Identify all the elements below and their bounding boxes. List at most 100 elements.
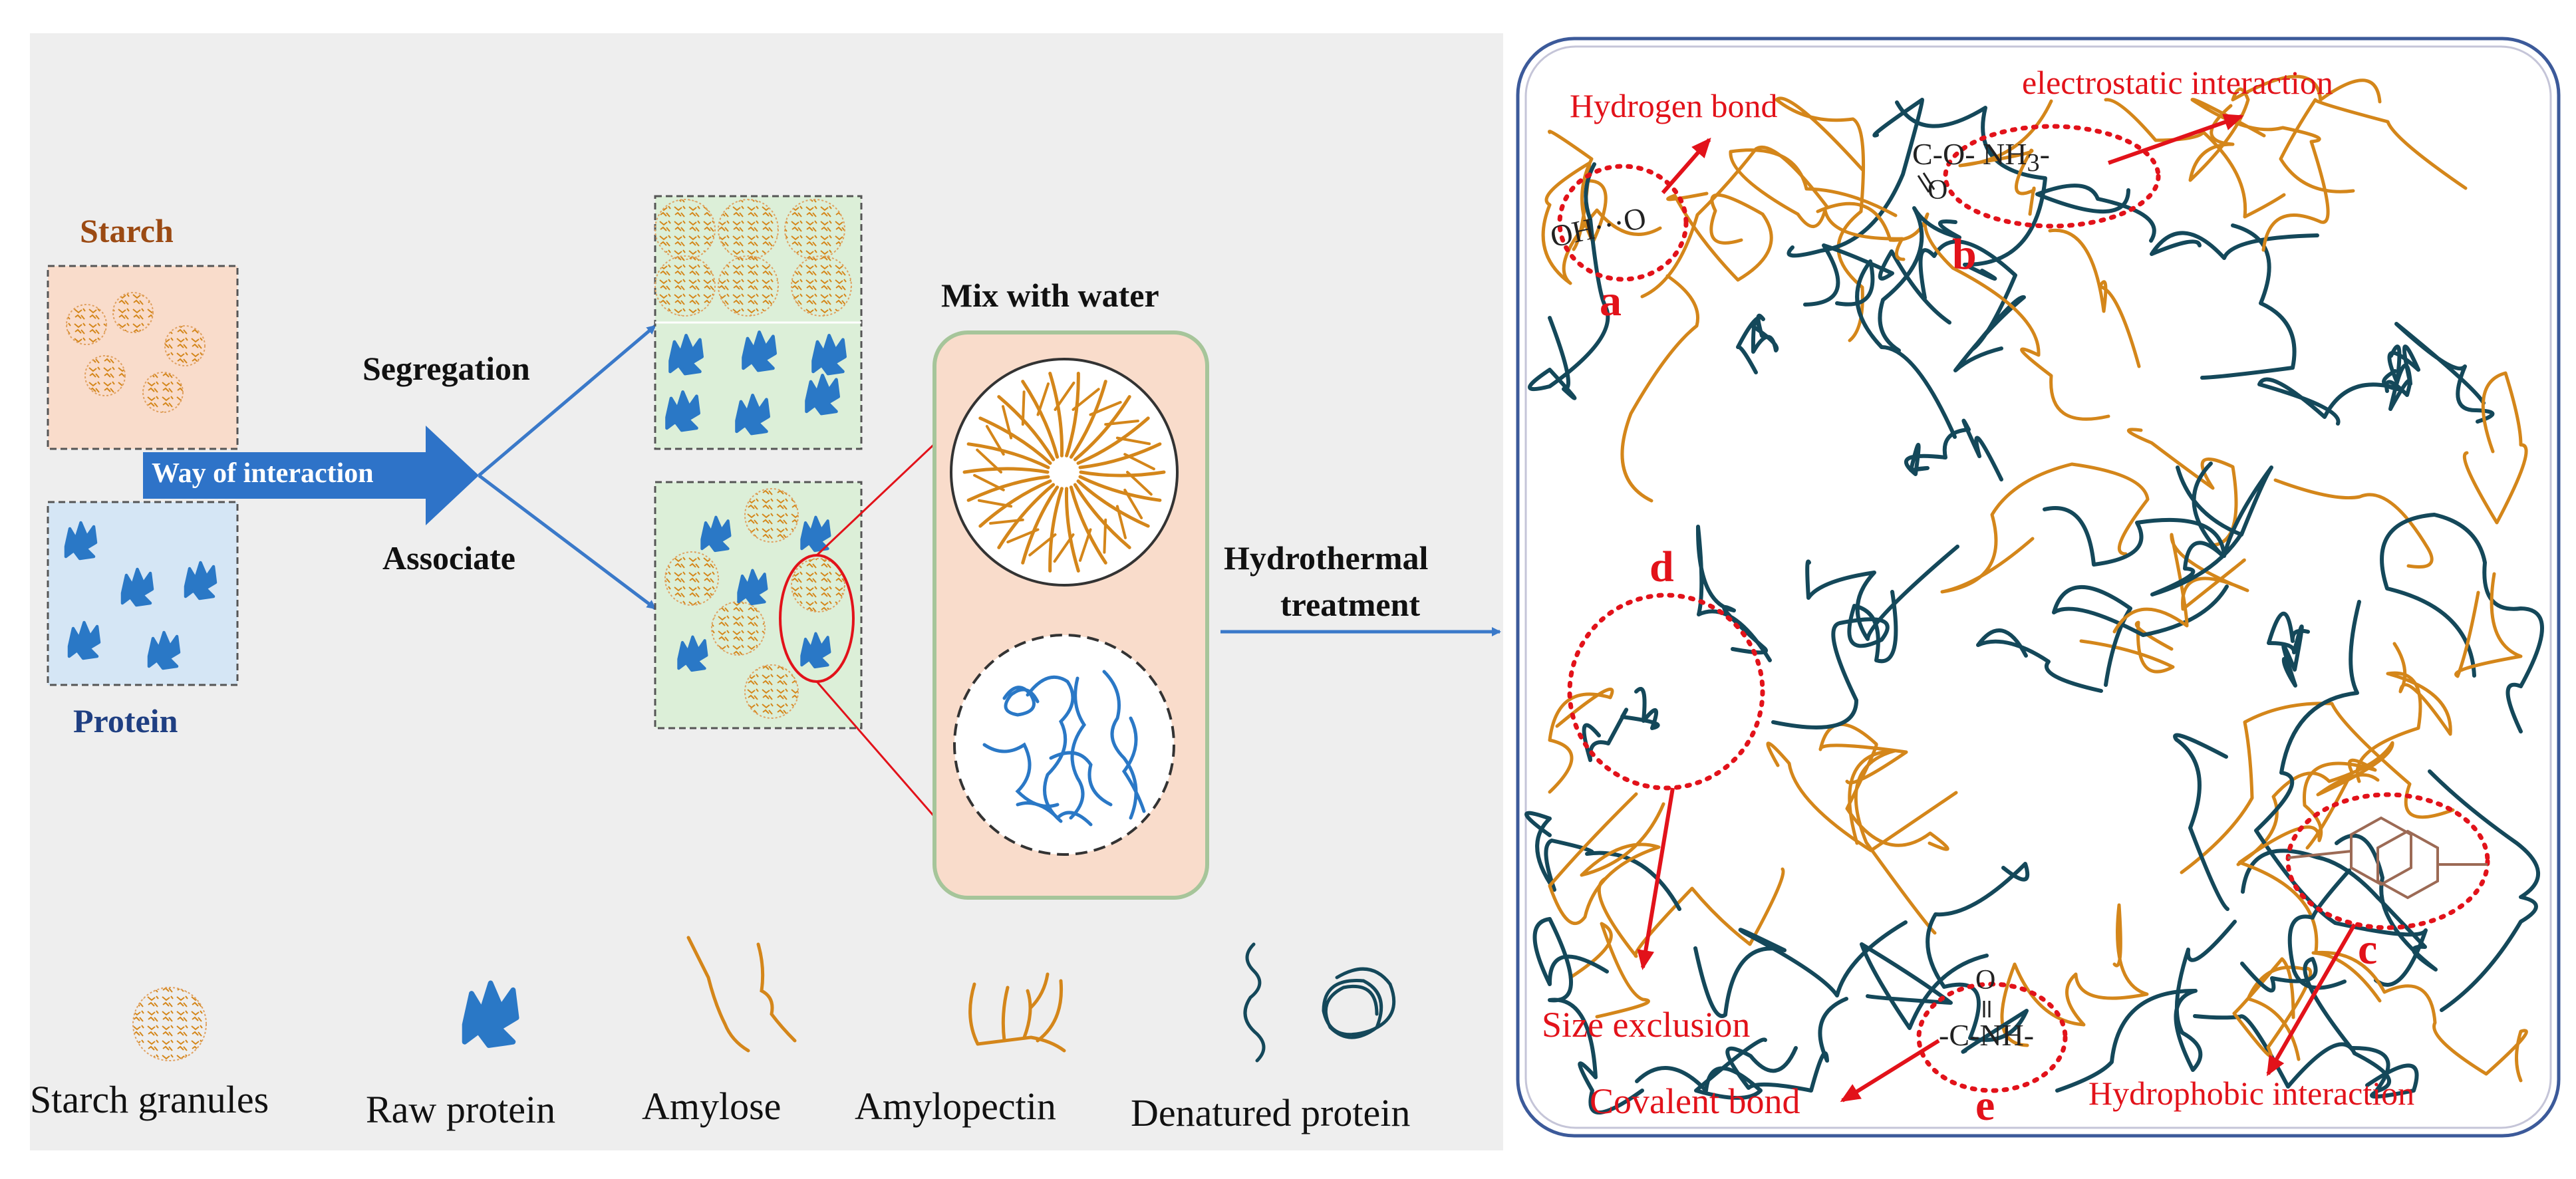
denatured-protein-chain <box>1860 942 1989 1030</box>
amylopectin-twig <box>1028 533 1057 557</box>
amylopectin-branch <box>1065 372 1080 458</box>
denatured-protein-chain <box>1878 206 1961 352</box>
amylopectin-twig <box>1103 518 1107 554</box>
raw-protein-blob <box>737 569 768 606</box>
amylopectin-branch <box>1073 395 1131 461</box>
legend-amylose-label: Amylose <box>642 1085 782 1128</box>
starch-box <box>47 265 239 450</box>
amylopectin-twig <box>1054 381 1075 411</box>
letter-c: c <box>2358 925 2378 974</box>
raw-protein-blob <box>742 330 777 372</box>
segregation-arrow <box>478 325 656 477</box>
amylopectin-branch <box>1078 475 1162 502</box>
covalent-bond-arrow <box>1840 1039 1940 1103</box>
amylose-chain <box>1766 741 1958 852</box>
hydrogen-bond-ellipse <box>1557 164 1689 282</box>
legend-denatured-protein-icon <box>1243 942 1396 1063</box>
denatured-protein-chain <box>1895 100 2047 281</box>
amylopectin-branch <box>1069 380 1107 459</box>
denatured-protein-chain <box>2287 868 2351 990</box>
denatured-protein-chain <box>1528 162 1610 400</box>
amylose-chain <box>2355 642 2452 783</box>
network-panel-inner-border <box>1524 45 2552 1129</box>
electrostatic-formula: C-O- NH3- <box>1912 136 2050 178</box>
raw-protein-blob <box>811 334 847 376</box>
amylopectin-branch <box>1021 380 1060 459</box>
raw-protein-blob <box>800 515 831 553</box>
amylopectin-twig <box>1089 400 1122 416</box>
protein-box-blobs <box>64 521 217 670</box>
amylose-chain <box>1848 749 1937 935</box>
letter-a: a <box>1600 277 1622 325</box>
denatured-protein-chain <box>2240 957 2390 1093</box>
denatured-protein-chain <box>1787 98 1924 258</box>
electrostatic-formula-oxygen: O <box>1928 175 1948 205</box>
amylopectin-twig <box>1126 471 1153 496</box>
raw-protein-blob <box>184 561 217 600</box>
amylose-chain <box>2232 957 2313 1061</box>
amylopectin-branch <box>1076 479 1150 528</box>
amylopectin-branch <box>1073 483 1131 549</box>
amylose-chain <box>2273 478 2434 569</box>
amylopectin-circle <box>950 358 1179 587</box>
protein-coil <box>1736 313 1779 374</box>
amylose-chain <box>2079 620 2175 674</box>
electrostatic-ellipse <box>1943 124 2161 229</box>
protein-coil <box>1582 686 1660 762</box>
aromatic-rings-icon <box>2287 816 2488 900</box>
protein-coil <box>2384 344 2420 411</box>
denatured-protein-chain <box>1693 920 1908 1018</box>
amylopectin-branch <box>978 416 1052 465</box>
amylopectin-twig <box>1123 453 1155 471</box>
covalent-formula: -C-NH- <box>1939 1018 2035 1052</box>
amylopectin-branch <box>966 475 1050 502</box>
amylopectin-branch <box>962 467 1050 474</box>
amylopectin-branch <box>1064 487 1080 573</box>
amylose-chain <box>2311 950 2528 1083</box>
electrostatic-formula-tail: - <box>2039 137 2050 171</box>
electrostatic-label: electrostatic interaction <box>2022 64 2333 101</box>
amylopectin-twig <box>989 518 1024 525</box>
carbonyl-bond-icon <box>1917 172 1991 1017</box>
denatured-protein-chain <box>1803 243 1951 325</box>
denatured-protein-chain <box>1835 259 1957 439</box>
denatured-protein-chain <box>2200 223 2297 380</box>
denatured-protein-chain <box>1725 997 1848 1093</box>
segregation-granules <box>654 199 852 317</box>
amylose-chain <box>1775 96 1866 342</box>
associate-label: Associate <box>382 539 515 577</box>
amylopectin-twig <box>1079 528 1092 562</box>
network-panel <box>1516 37 2561 1138</box>
denatured-protein-chain <box>2428 769 2540 1012</box>
amylopectin-twig <box>1036 382 1050 416</box>
hydrothermal-label-line1: Hydrothermal <box>1224 539 1429 577</box>
amylopectin-branch <box>1076 416 1150 465</box>
denatured-protein-chain <box>2055 920 2237 1093</box>
amylose-chain <box>1568 922 1650 1019</box>
covalent-bond-ellipse <box>1916 982 2068 1093</box>
amylopectin-twig <box>1123 488 1143 519</box>
amylopectin-branch <box>978 479 1052 528</box>
denatured-protein-chain <box>1918 239 2026 372</box>
way-of-interaction-arrow <box>143 426 479 525</box>
letter-d: d <box>1649 543 1674 591</box>
amylopectin-twig <box>1115 436 1151 446</box>
legend-amylopectin-icon <box>968 972 1066 1053</box>
raw-protein-blob <box>462 980 519 1048</box>
amylopectin-twig <box>977 499 1013 508</box>
electrostatic-arrow <box>2108 114 2244 165</box>
amylose-chain <box>2462 371 2528 525</box>
amylose-chain <box>2000 903 2149 1047</box>
amylose-chain <box>1597 867 1785 958</box>
denatured-protein-chain <box>2380 513 2544 733</box>
letter-e: e <box>1975 1081 1995 1130</box>
amylose-chain <box>1620 274 1699 503</box>
amylopectin-twig <box>1072 388 1100 411</box>
raw-protein-blob <box>805 374 840 416</box>
raw-protein-blob <box>665 390 700 432</box>
amylopectin-branch <box>997 483 1056 549</box>
amylose-chain <box>1729 148 1906 261</box>
denatured-protein-chain <box>2150 461 2244 596</box>
